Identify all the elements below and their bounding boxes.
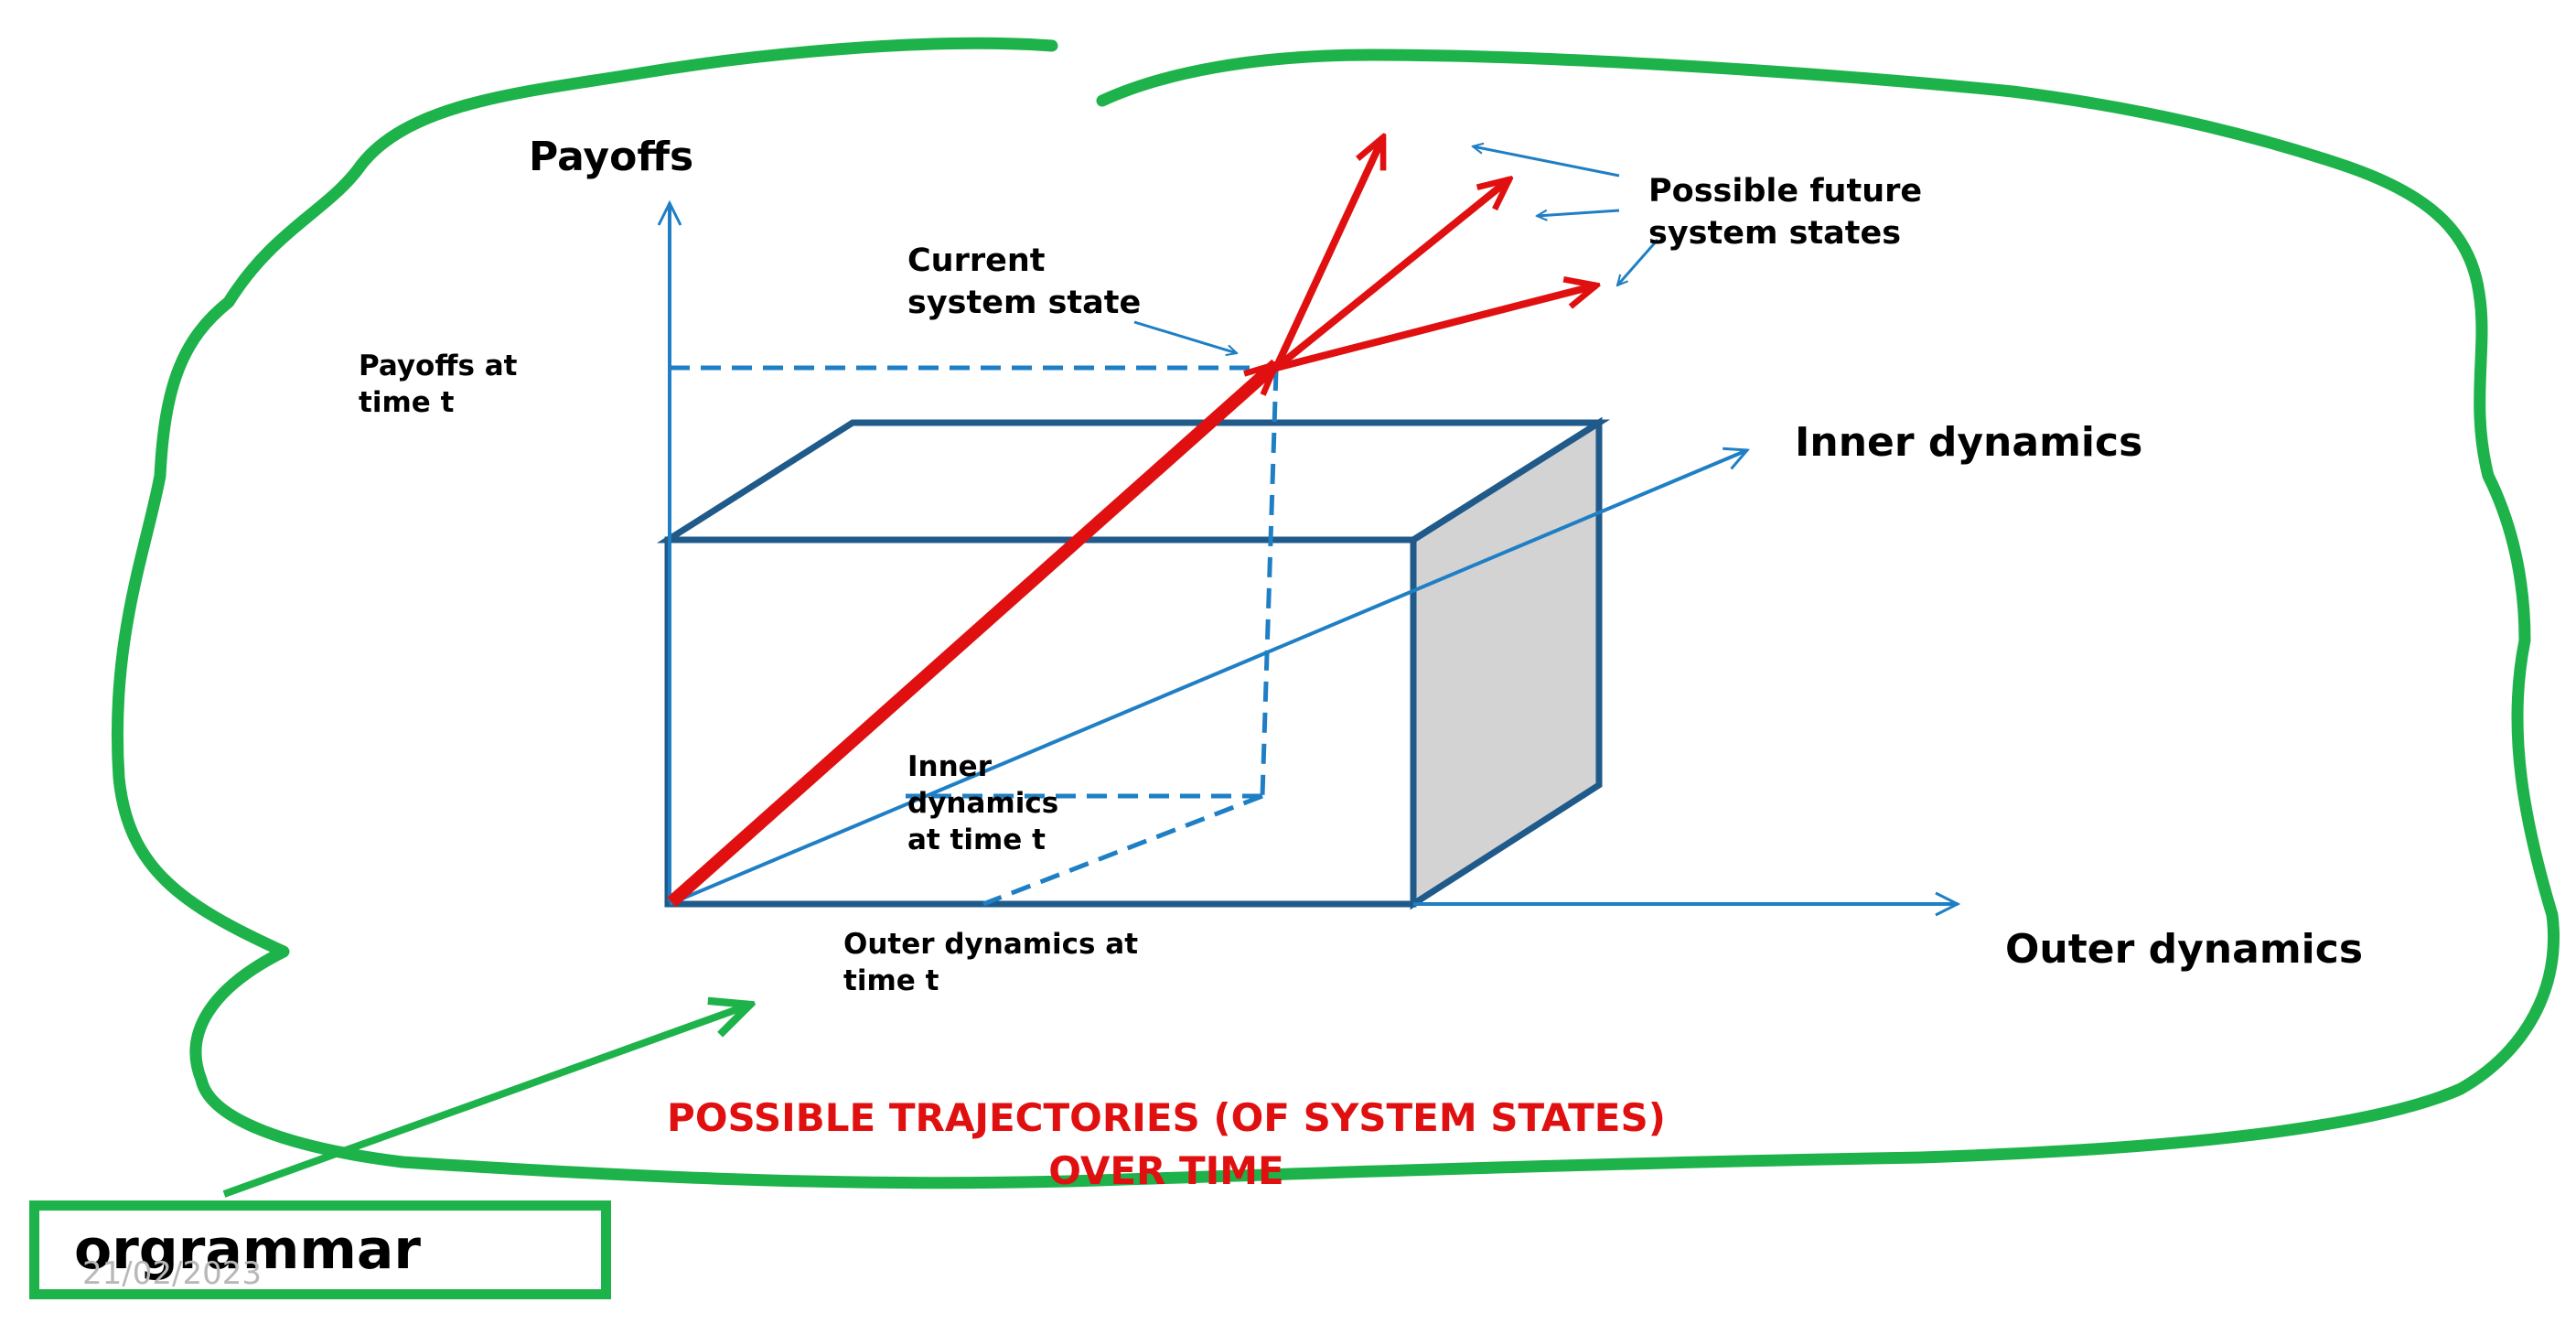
- current-state-pointer: [1133, 320, 1237, 353]
- future-states-label: Possible future system states: [1648, 173, 1923, 252]
- future-trajectory-3: [1275, 285, 1596, 371]
- payoffs-at-t-label: Payoffs at time t: [359, 350, 518, 419]
- inner-at-t-label: Inner dynamics at time t: [907, 750, 1059, 856]
- diagram-title: POSSIBLE TRAJECTORIES (OF SYSTEM STATES)…: [667, 1095, 1666, 1193]
- slide-date: 21/02/2023: [82, 1255, 262, 1292]
- future-pointer-3: [1617, 239, 1659, 285]
- future-trajectory-2: [1273, 179, 1509, 371]
- future-trajectory-1: [1272, 137, 1387, 370]
- orgrammar-stamp-box: orgrammar: [29, 1200, 611, 1299]
- box-side-face: [1410, 416, 1603, 910]
- freehand-outline: [111, 37, 2560, 1189]
- outer-projection-dash: [982, 793, 1263, 907]
- outer-dynamics-axis-label: Outer dynamics: [2005, 926, 2364, 973]
- inner-dynamics-axis-label: Inner dynamics: [1795, 419, 2143, 466]
- inner-dynamics-axis: [669, 450, 1747, 906]
- trajectory-to-current-state: [667, 359, 1276, 908]
- future-pointer-2: [1537, 209, 1620, 216]
- outer-at-t-label: Outer dynamics at time t: [843, 928, 1139, 997]
- current-state-label: Current system state: [907, 242, 1142, 321]
- payoffs-axis-label: Payoffs: [529, 134, 694, 180]
- stamp-pointer-arrow: [222, 1005, 750, 1198]
- future-pointer-1: [1473, 146, 1620, 178]
- vertical-projection-dash: [1260, 370, 1279, 797]
- orgrammar-stamp-text: orgrammar: [74, 1218, 421, 1282]
